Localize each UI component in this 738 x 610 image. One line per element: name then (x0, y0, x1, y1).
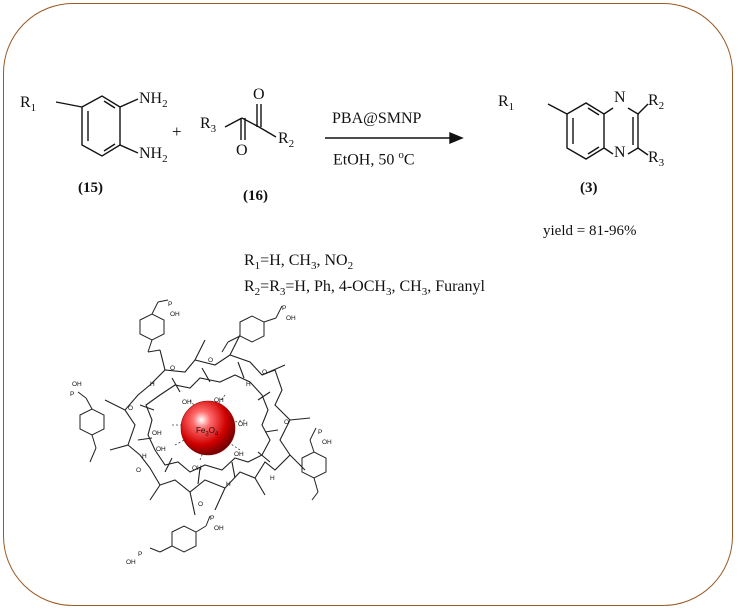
oh-label-6: OH (192, 465, 202, 472)
product-r2: R2 (648, 92, 665, 113)
o-label-4: O (284, 419, 290, 426)
reactant-15-ring (55, 95, 139, 157)
p-oh-label-6: OH (126, 559, 136, 566)
product-n-bottom: N (614, 144, 626, 161)
oh-label-4: OH (234, 451, 244, 458)
reaction-arrow (325, 131, 464, 145)
p-label-3: P (70, 391, 75, 398)
reactant-16-o-top: O (253, 86, 265, 103)
oh-label-5: OH (214, 397, 224, 404)
p-oh-label-5: OH (214, 525, 224, 532)
fe3o4-core (180, 400, 236, 456)
substituent-line-2: R2=R3=H, Ph, 4-OCH3, CH3, Furanyl (244, 278, 485, 299)
h-label-2: H (246, 381, 251, 388)
reactant-16-r2: R2 (278, 130, 295, 151)
p-oh-label-3: OH (72, 381, 82, 388)
reactant-16-r3: R3 (200, 115, 217, 136)
product-r3: R3 (648, 149, 665, 170)
h-label-4: H (142, 453, 147, 460)
yield-text: yield = 81-96% (543, 223, 637, 239)
reactant-15-nh2-bottom: NH2 (139, 145, 168, 166)
p-label-4: P (318, 429, 323, 436)
p-label-1: P (168, 301, 173, 308)
p-label-2: P (282, 305, 287, 312)
compound-label-3: (3) (580, 180, 598, 196)
o-label-6: O (136, 467, 142, 474)
product-n-top: N (614, 89, 626, 106)
p-label-5: P (210, 515, 215, 522)
oh-label-3: OH (238, 421, 248, 428)
oh-label-7: OH (182, 399, 192, 406)
o-label-1: O (170, 365, 176, 372)
solvent-temp-label: EtOH, 50 oC (333, 149, 415, 169)
p-oh-label-4: OH (322, 439, 332, 446)
plus-sign: + (172, 122, 182, 141)
o-label-7: O (198, 501, 204, 508)
compound-label-16: (16) (243, 188, 268, 204)
product-3-quinoxaline (547, 102, 649, 160)
o-label-3: O (262, 369, 268, 376)
catalyst-label: PBA@SMNP (332, 110, 422, 127)
p-label-6: P (138, 551, 143, 558)
reactant-15-nh2-top: NH2 (139, 90, 168, 111)
phosphonate-arms (77, 299, 327, 553)
reactant-16-diketone (224, 104, 277, 140)
compound-label-15: (15) (78, 180, 103, 196)
product-r1: R1 (498, 93, 515, 114)
o-label-2: O (208, 357, 214, 364)
reactant-15-r1: R1 (20, 94, 37, 115)
core-label: Fe3O4 (196, 426, 219, 438)
p-oh-label-2: OH (286, 315, 296, 322)
substituent-line-1: R1=H, CH3, NO2 (244, 252, 354, 273)
oh-label-1: OH (152, 430, 162, 437)
cyclodextrin-ring (104, 334, 311, 516)
oh-label-2: OH (156, 446, 166, 453)
o-label-5: O (128, 405, 134, 412)
h-label-5: H (226, 481, 231, 488)
reactant-16-o-bottom: O (236, 142, 248, 159)
h-label-3: H (270, 475, 275, 482)
h-label-1: H (150, 381, 155, 388)
rounded-frame (3, 3, 733, 606)
p-oh-label-1: OH (170, 311, 180, 318)
